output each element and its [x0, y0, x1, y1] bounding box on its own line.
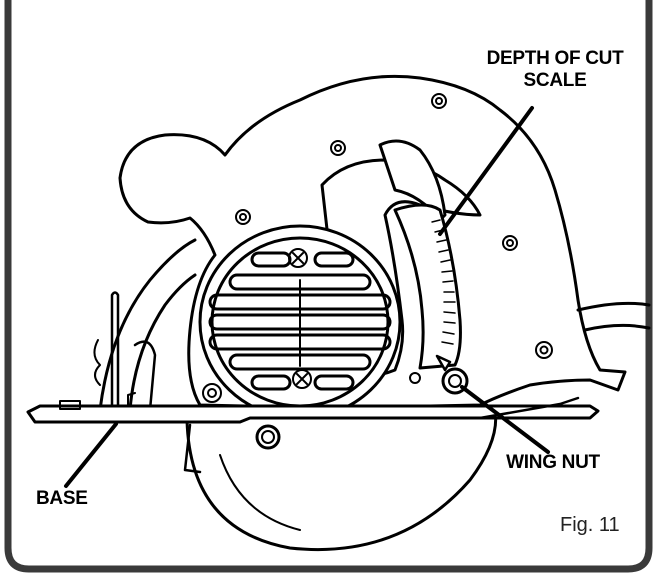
base-leader-line	[66, 424, 116, 486]
lower-blade-guard	[187, 410, 496, 550]
spring-coil	[94, 340, 100, 385]
depth-label-line1: DEPTH OF CUT	[455, 48, 655, 70]
base-label: BASE	[36, 488, 136, 510]
blade-guard-edge	[112, 293, 118, 411]
depth-label-line2: SCALE	[455, 70, 655, 92]
power-cord	[578, 303, 649, 310]
figure-caption: Fig. 11	[560, 514, 650, 537]
rear-handle	[100, 240, 195, 410]
wing-nut-label: WING NUT	[478, 452, 628, 474]
depth-of-cut-scale-label: DEPTH OF CUT SCALE	[455, 48, 655, 92]
